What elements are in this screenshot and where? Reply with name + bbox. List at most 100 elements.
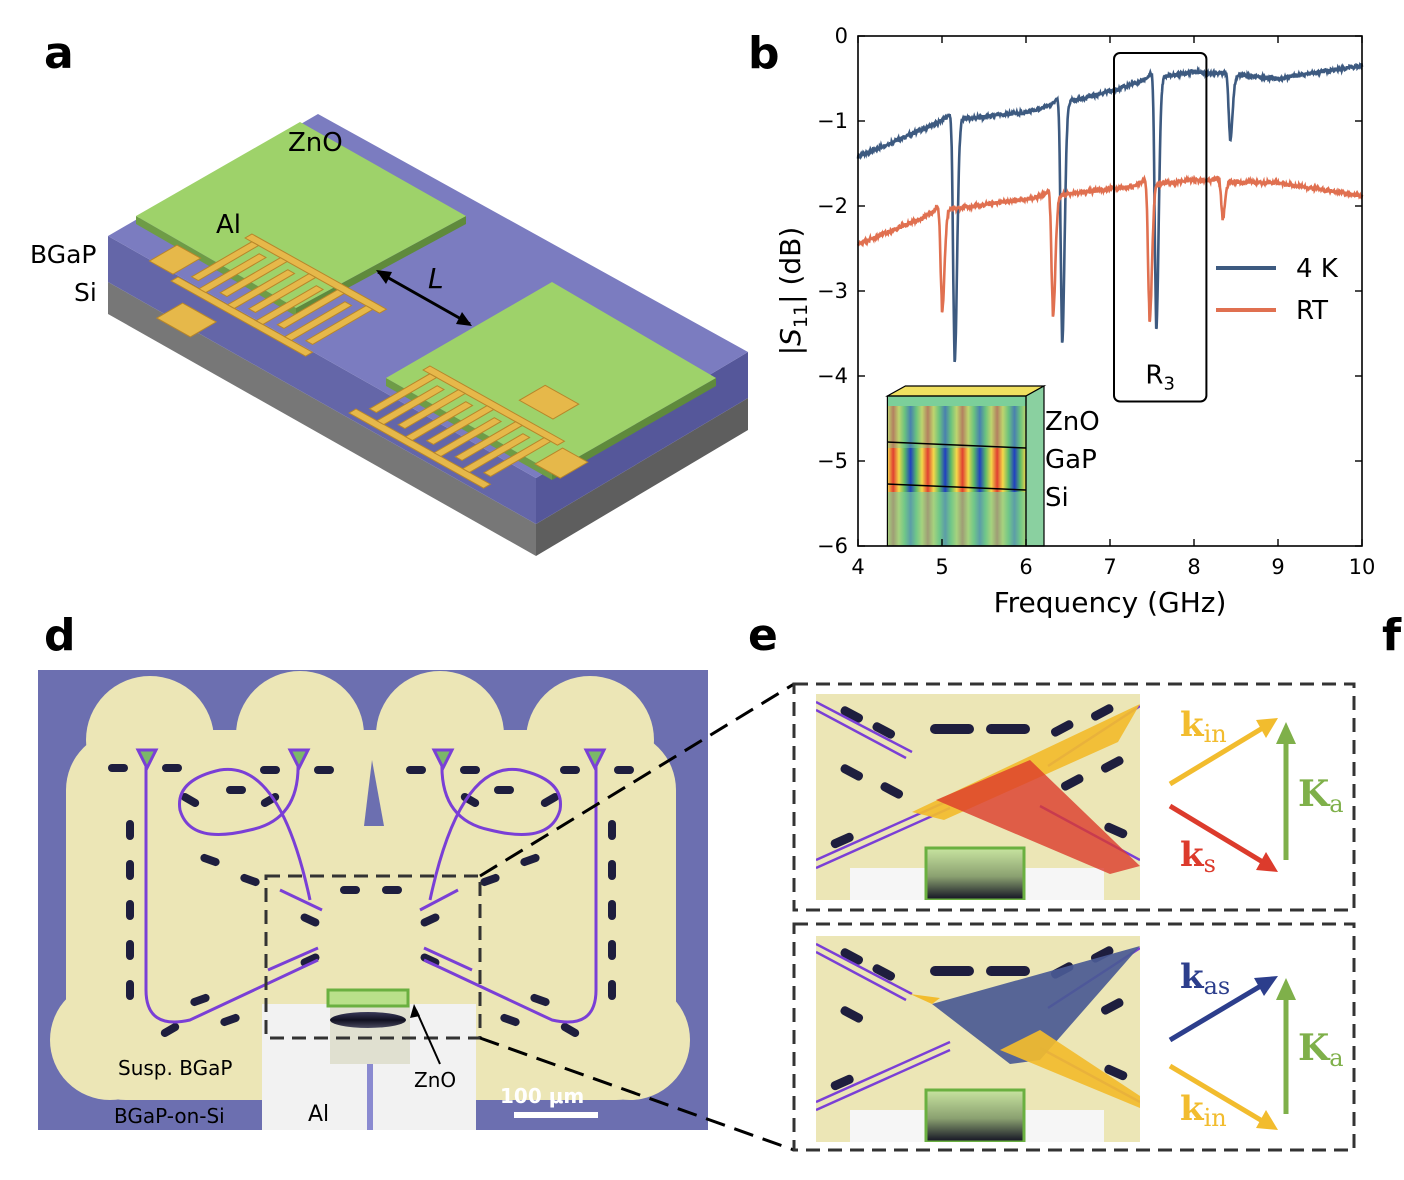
etch-hole <box>460 793 480 807</box>
idt-finger <box>482 437 552 478</box>
idt-finger <box>397 389 467 430</box>
etch-hole <box>608 980 616 1000</box>
inset-label-gap: GaP <box>1045 445 1097 475</box>
zno-transducer <box>326 988 410 1008</box>
y-tick-label: 0 <box>835 24 848 48</box>
etch-hole <box>460 766 480 774</box>
bgap-on-si-label: BGaP-on-Si <box>114 1104 225 1128</box>
legend-4k-label: 4 K <box>1296 254 1339 284</box>
idt-finger <box>190 241 260 282</box>
zoom-line-bottom <box>479 1036 795 1152</box>
etch-hole <box>540 793 560 807</box>
x-tick-label: 9 <box>1271 555 1284 579</box>
zno-pointer-arrow <box>415 1009 441 1065</box>
idt-finger <box>255 285 325 326</box>
etch-hole <box>126 820 134 840</box>
idt-finger <box>368 373 438 414</box>
etch-hole <box>108 764 128 772</box>
si-substrate-side <box>536 398 748 556</box>
y-axis-label: |S11| (dB) <box>774 227 812 356</box>
x-tick-label: 6 <box>1019 555 1032 579</box>
inset-si-field <box>887 492 1026 546</box>
x-tick-label: 4 <box>851 555 864 579</box>
idt-finger <box>433 417 503 458</box>
length-arrow <box>377 270 471 326</box>
length-arrow-head-1 <box>376 270 392 284</box>
idt-finger <box>198 253 267 294</box>
etch-hole <box>260 793 280 807</box>
k-s-label-top: ks <box>1180 835 1216 878</box>
k-in-arrowhead-top <box>1256 718 1278 738</box>
inset-label-si: Si <box>1045 483 1069 513</box>
etch-hole <box>300 953 320 967</box>
k-s-arrowhead-top <box>1256 852 1278 872</box>
idt-finger <box>283 301 353 342</box>
etch-hole <box>300 913 320 927</box>
al-pad-label: Al <box>308 1102 330 1127</box>
zno-pointer-label: ZnO <box>414 1068 457 1092</box>
etch-hole <box>126 980 134 1000</box>
al-contact-pad <box>534 447 589 479</box>
zno-pad-2-side <box>386 378 552 480</box>
waveguides <box>144 760 598 1024</box>
k-as-label-bottom: kas <box>1180 957 1230 1000</box>
K-a-label-bottom: Ka <box>1298 1027 1344 1072</box>
etch-hole <box>382 886 402 894</box>
idt-bus-bar <box>170 276 314 357</box>
K-a-label-top: Ka <box>1298 773 1344 818</box>
length-arrow-head-2 <box>456 312 472 326</box>
al-label: Al <box>216 210 242 240</box>
inset-interface-gap-si <box>887 483 1027 491</box>
y-tick-label: −1 <box>817 109 848 133</box>
etch-hole <box>126 860 134 880</box>
grating-couplers <box>135 748 607 772</box>
etch-hole <box>480 873 500 887</box>
etch-hole <box>220 1013 240 1027</box>
etch-holes <box>108 764 634 1037</box>
idt-finger <box>276 289 346 330</box>
panel-label-d: d <box>44 610 76 661</box>
etch-hole <box>126 940 134 960</box>
etch-hole <box>190 993 210 1007</box>
si-label: Si <box>74 278 97 307</box>
etch-hole <box>494 786 514 794</box>
al-contact-pad <box>155 302 218 338</box>
etch-hole <box>608 860 616 880</box>
idt-bus-bar <box>244 233 388 314</box>
etch-hole <box>200 853 220 867</box>
idt-finger <box>461 433 531 474</box>
etch-hole <box>608 900 616 920</box>
r3-annotation-box <box>1113 52 1208 403</box>
etch-hole <box>608 940 616 960</box>
etch-hole <box>226 786 246 794</box>
y-tick-label: −5 <box>817 449 848 473</box>
panel-label-e: e <box>748 610 778 661</box>
K-a-arrowhead-bottom <box>1276 978 1296 1000</box>
idt-bus-bar <box>422 365 566 446</box>
idt-2 <box>348 365 589 489</box>
al-feedline <box>367 1064 373 1130</box>
idt-bus-bar <box>348 408 492 489</box>
y-tick-label: −6 <box>817 534 848 558</box>
scale-bar-label: 100 μm <box>500 1084 585 1108</box>
etch-hole <box>340 886 360 894</box>
zoom-top-holes <box>830 704 1128 849</box>
al-contact-pad <box>518 384 580 420</box>
bgap-label: BGaP <box>30 240 97 269</box>
series-4k-line <box>856 61 1364 363</box>
etch-hole <box>260 766 280 774</box>
panel-label-f: f <box>1382 610 1402 661</box>
idt-finger <box>425 405 495 446</box>
zoom-line-top <box>479 682 795 878</box>
zno-label: ZnO <box>288 128 343 158</box>
etch-hole <box>530 993 550 1007</box>
etch-hole <box>406 766 426 774</box>
k-in-arrow-top <box>1168 723 1268 787</box>
idt-finger <box>404 401 474 442</box>
k-in-label-top: kin <box>1180 705 1227 748</box>
series-rt-line <box>856 174 1364 323</box>
length-label: L <box>428 262 444 295</box>
